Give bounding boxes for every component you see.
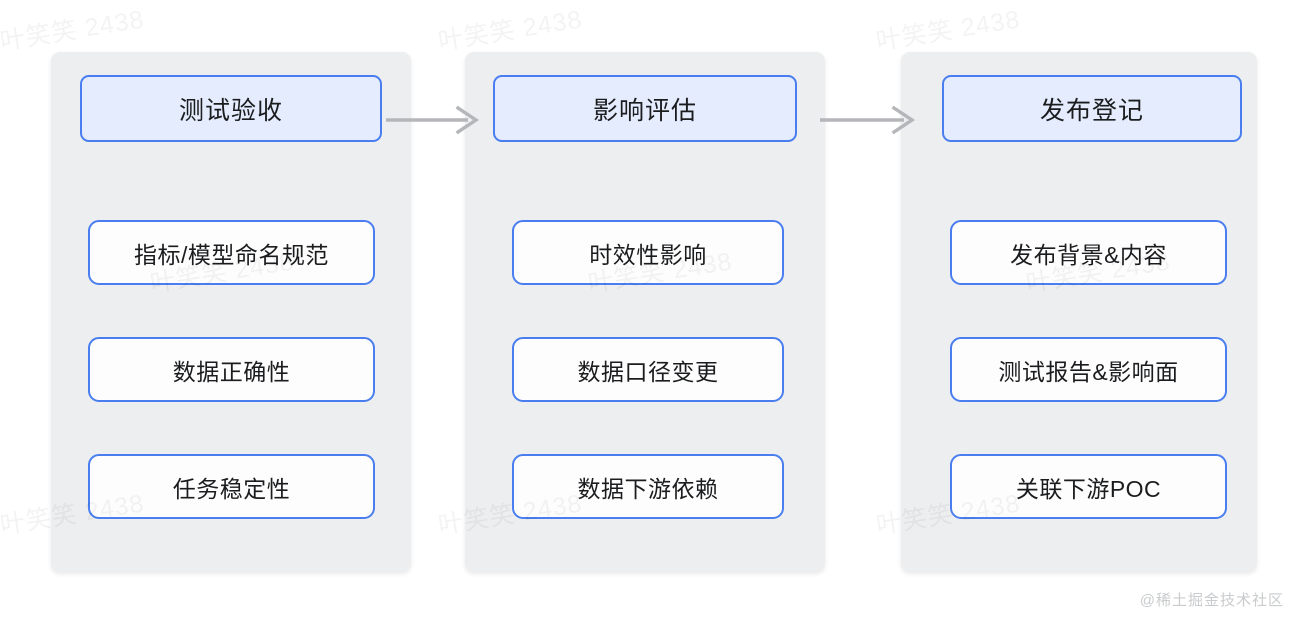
stage-3-item-2-label: 测试报告&影响面: [998, 358, 1179, 385]
stage-2-item-3-label: 数据下游依赖: [577, 475, 719, 502]
stage-1-item-3-label: 任务稳定性: [172, 475, 291, 502]
stage-1-item-3[interactable]: 任务稳定性: [88, 454, 375, 519]
stage-2-item-2[interactable]: 数据口径变更: [512, 337, 784, 402]
stage-panel-1: 测试验收 指标/模型命名规范 数据正确性 任务稳定性: [51, 52, 411, 572]
stage-3-item-1[interactable]: 发布背景&内容: [950, 220, 1227, 285]
stage-1-item-2[interactable]: 数据正确性: [88, 337, 375, 402]
stage-header-label: 测试验收: [178, 96, 283, 125]
stage-2-item-1-label: 时效性影响: [589, 241, 707, 268]
stage-3-item-2[interactable]: 测试报告&影响面: [950, 337, 1227, 402]
stage-header-label: 发布登记: [1039, 96, 1144, 125]
stage-3-item-1-label: 发布背景&内容: [1010, 241, 1167, 268]
stage-1-item-2-label: 数据正确性: [172, 358, 291, 385]
stage-1-item-1[interactable]: 指标/模型命名规范: [88, 220, 375, 285]
stage-panel-3: 发布登记 发布背景&内容 测试报告&影响面 关联下游POC: [901, 52, 1257, 572]
stage-panel-2: 影响评估 时效性影响 数据口径变更 数据下游依赖: [465, 52, 825, 572]
site-credit: @稀土掘金技术社区: [1139, 592, 1284, 609]
stage-2-item-3[interactable]: 数据下游依赖: [512, 454, 784, 519]
stage-header-1[interactable]: 测试验收: [80, 75, 382, 142]
stage-header-label: 影响评估: [592, 96, 697, 125]
stage-3-item-3-label: 关联下游POC: [1015, 475, 1162, 502]
stage-3-item-3[interactable]: 关联下游POC: [950, 454, 1227, 519]
stage-header-3[interactable]: 发布登记: [942, 75, 1242, 142]
stage-2-item-1[interactable]: 时效性影响: [512, 220, 784, 285]
stage-2-item-2-label: 数据口径变更: [577, 358, 719, 385]
stage-1-item-1-label: 指标/模型命名规范: [134, 241, 329, 268]
stage-header-2[interactable]: 影响评估: [493, 75, 797, 142]
